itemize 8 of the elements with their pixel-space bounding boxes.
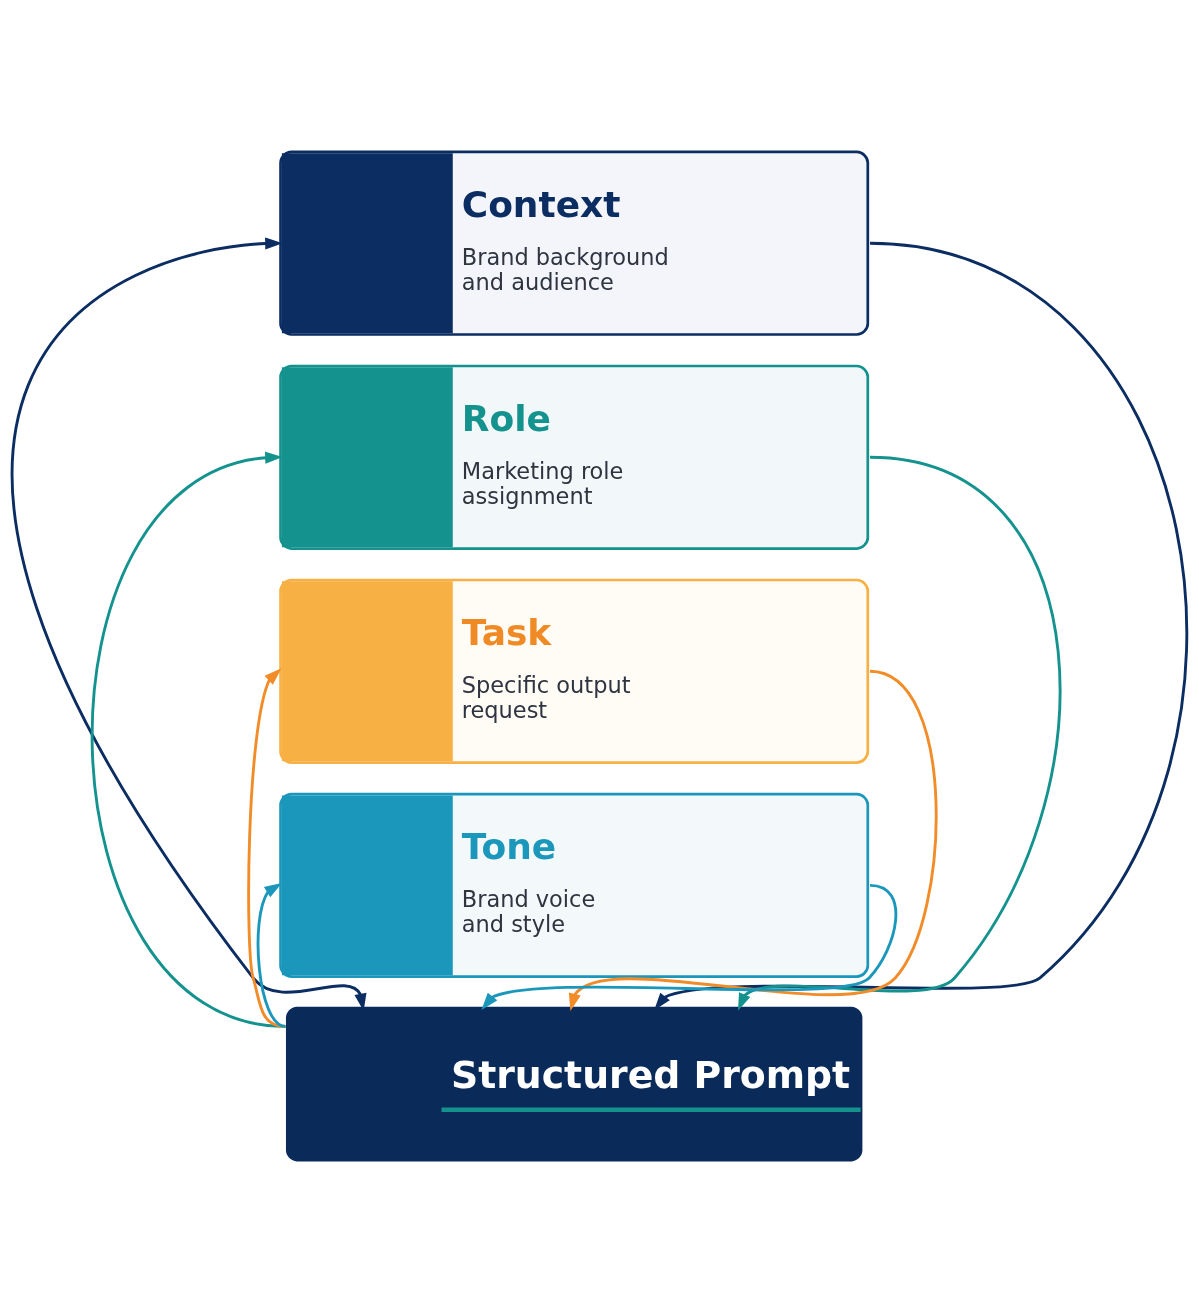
arrow — [568, 669, 938, 1011]
arrow — [256, 883, 286, 1028]
arrow — [654, 241, 1188, 1011]
arrow — [737, 455, 1062, 1011]
arrow — [91, 451, 286, 1028]
arrow — [481, 883, 898, 1011]
arrow — [247, 668, 286, 1028]
arrow — [12, 237, 367, 1011]
